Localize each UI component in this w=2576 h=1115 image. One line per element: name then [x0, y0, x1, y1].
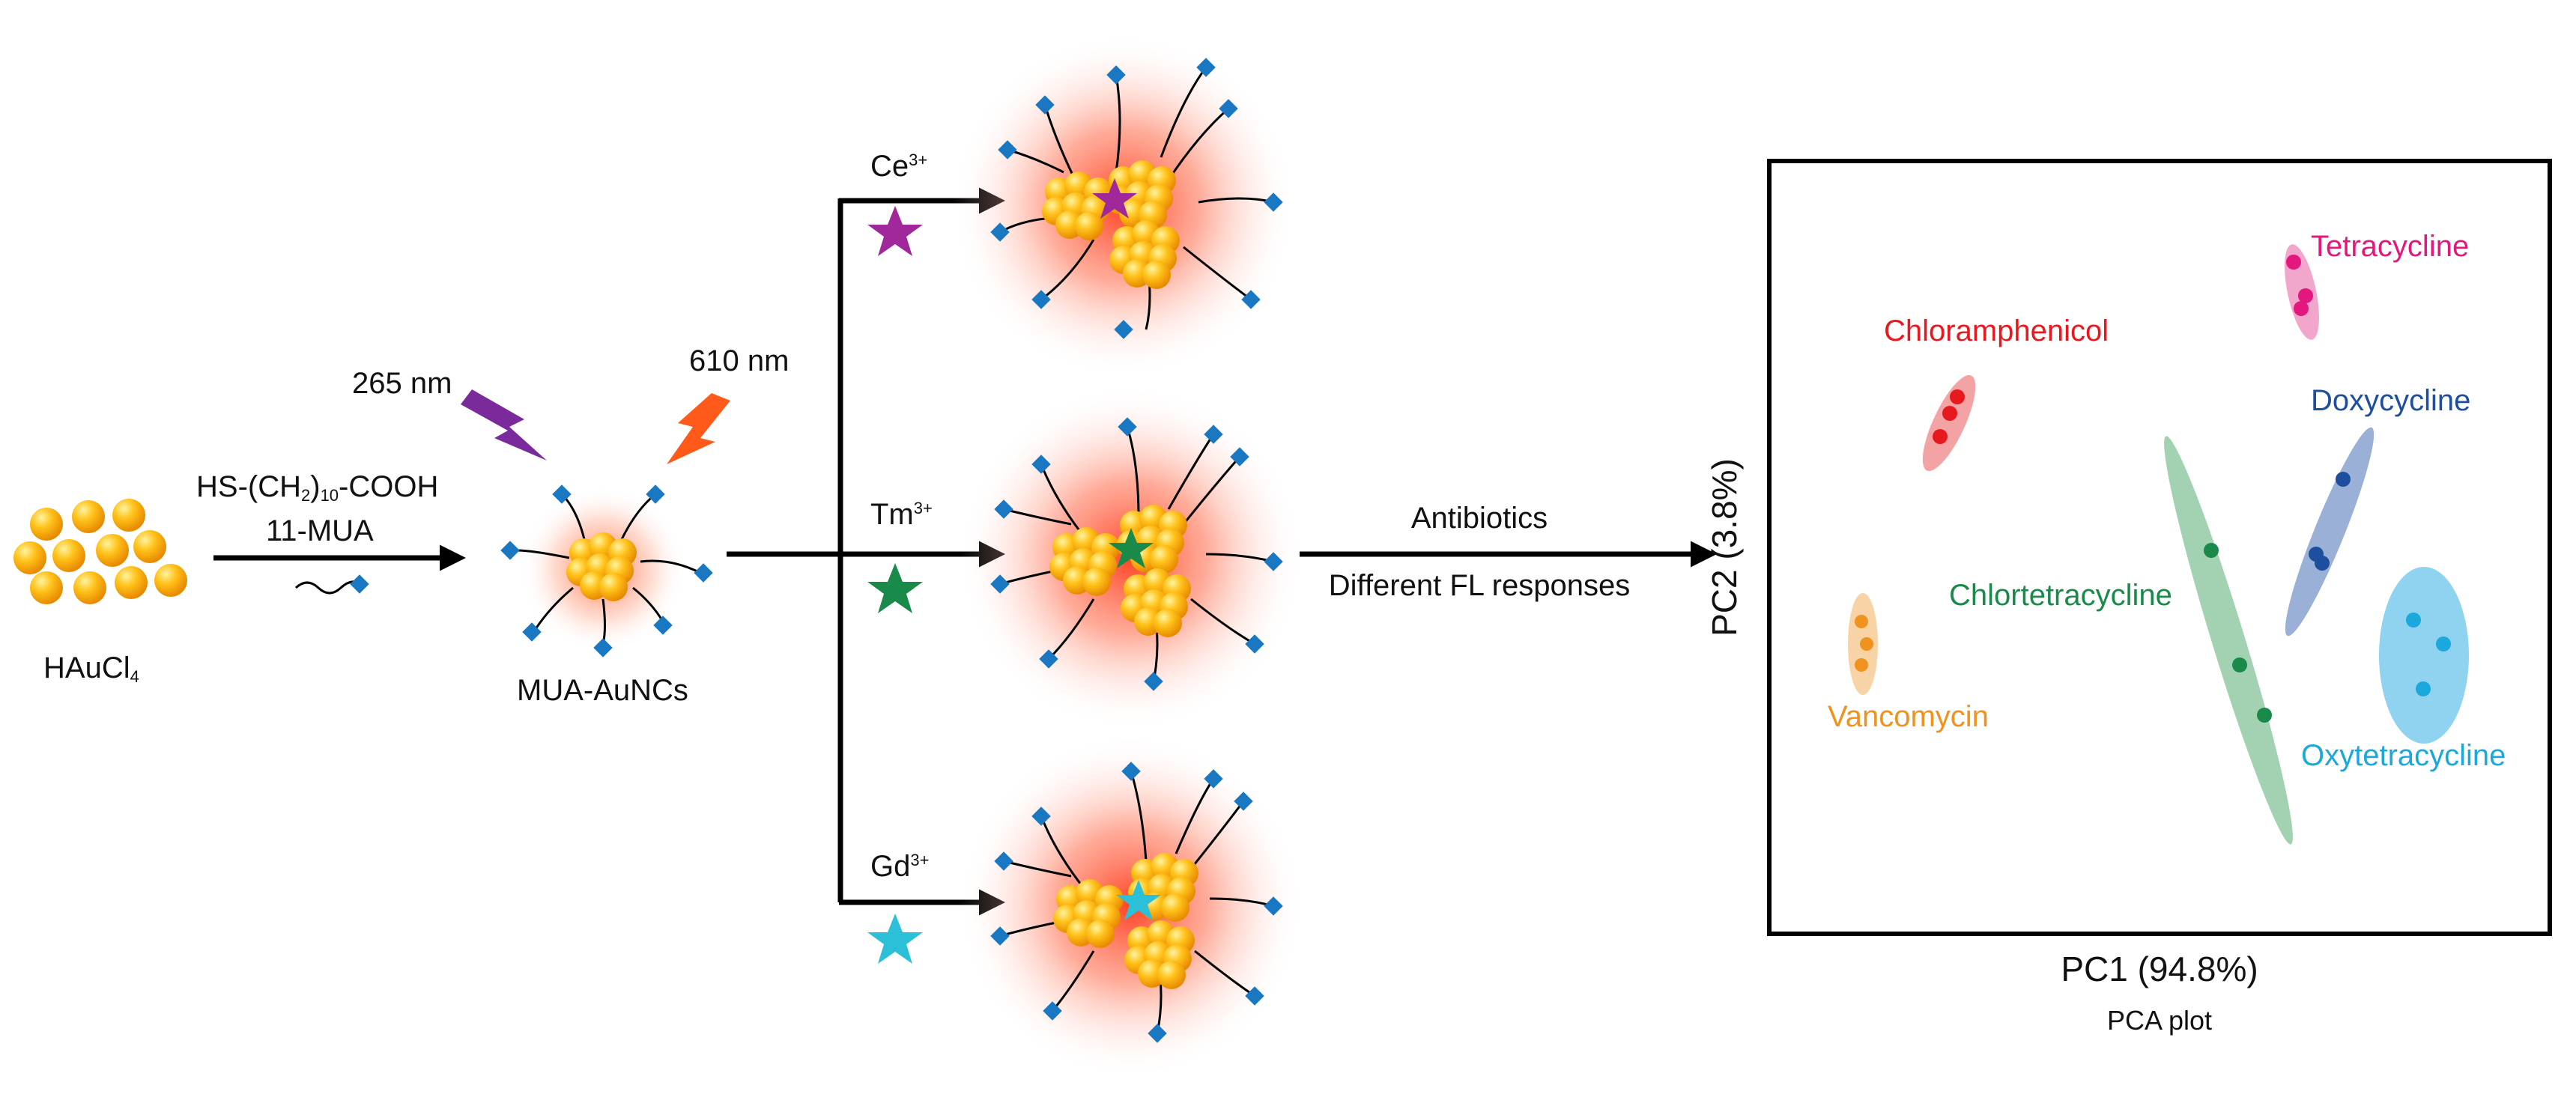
tetracycline-point	[2286, 255, 2301, 270]
ion-label-gd: Gd3+	[870, 850, 929, 883]
mua-ligand-icon	[294, 574, 369, 595]
ce-star-icon	[867, 206, 923, 256]
pca-plot: Tetracycline Chloramphenicol Doxycycline…	[1705, 159, 2552, 1036]
cluster-label: MUA-AuNCs	[517, 674, 688, 707]
chlortetracycline-point	[2257, 708, 2272, 723]
chloramphenicol-point	[1933, 429, 1948, 444]
chloramphenicol-point	[1942, 406, 1957, 421]
ion-label-ce: Ce3+	[870, 150, 927, 183]
tetracycline-label: Tetracycline	[2311, 230, 2469, 263]
aggregate-ce	[951, 34, 1296, 378]
oxytetracycline-point	[2416, 681, 2431, 696]
reagent-formula: HS-(CH2)10-COOH	[196, 470, 438, 505]
chlortetracycline-ellipse	[2164, 436, 2293, 845]
tm-star-icon	[867, 563, 923, 613]
gd-star-icon	[867, 914, 923, 964]
excitation-label: 265 nm	[352, 367, 452, 400]
vancomycin-label: Vancomycin	[1828, 700, 1989, 733]
pca-caption: PCA plot	[2107, 1005, 2212, 1036]
oxytetracycline-point	[2436, 637, 2451, 651]
emission-bolt-icon	[667, 393, 730, 464]
chlortetracycline-label: Chlortetracycline	[1949, 579, 2172, 612]
chloramphenicol-label: Chloramphenicol	[1884, 315, 2109, 347]
step2-label-antibiotics: Antibiotics	[1411, 502, 1548, 535]
vancomycin-point	[1860, 637, 1873, 651]
chloramphenicol-point	[1950, 389, 1965, 404]
vancomycin-point	[1855, 658, 1868, 672]
step2-label-responses: Different FL responses	[1329, 569, 1630, 602]
aggregate-gd	[959, 734, 1303, 1078]
chlortetracycline-point	[2204, 543, 2219, 558]
mua-aunc-cluster	[500, 484, 713, 657]
oxytetracycline-point	[2406, 613, 2421, 628]
doxycycline-point	[2336, 472, 2351, 487]
aggregate-tm	[959, 386, 1303, 730]
reagent-name: 11-MUA	[266, 514, 374, 547]
chlortetracycline-point	[2232, 657, 2247, 672]
pca-y-axis-label: PC2 (3.8%)	[1705, 458, 1744, 637]
tetracycline-point	[2298, 288, 2313, 303]
precursor-label: HAuCl4	[43, 651, 139, 686]
oxytetracycline-ellipse	[2379, 567, 2469, 744]
ion-label-tm: Tm3+	[870, 498, 933, 531]
precursor-gold-spheres	[13, 499, 187, 604]
pca-x-axis-label: PC1 (94.8%)	[2061, 950, 2258, 988]
excitation-bolt-icon	[461, 389, 547, 461]
vancomycin-point	[1855, 615, 1868, 628]
emission-label: 610 nm	[689, 344, 789, 377]
doxycycline-label: Doxycycline	[2311, 384, 2470, 417]
oxytetracycline-label: Oxytetracycline	[2301, 739, 2506, 772]
pca-frame	[1767, 159, 2552, 936]
doxycycline-ellipse	[2285, 427, 2375, 637]
tetracycline-point	[2294, 301, 2309, 316]
doxycycline-point	[2315, 556, 2330, 571]
